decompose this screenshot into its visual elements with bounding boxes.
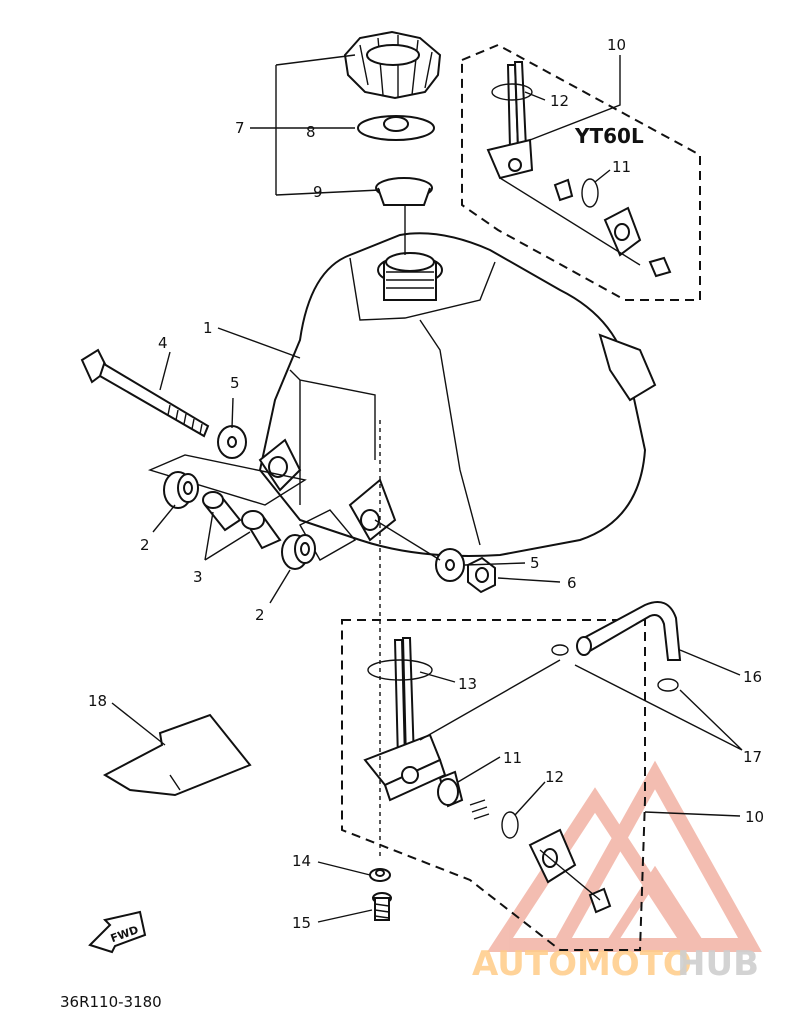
washer-top xyxy=(217,425,247,459)
callout-16: 16 xyxy=(743,668,762,686)
callout-12b: 12 xyxy=(545,768,564,786)
callout-1: 1 xyxy=(203,319,213,337)
callout-2a: 2 xyxy=(140,536,150,554)
callout-2b: 2 xyxy=(255,606,265,624)
fuel-cap xyxy=(343,30,442,100)
callout-4: 4 xyxy=(158,334,168,352)
leader-lines xyxy=(111,54,743,923)
callout-10a: 10 xyxy=(607,36,626,54)
callout-11b: 11 xyxy=(503,749,522,767)
callout-12a: 12 xyxy=(550,92,569,110)
callout-18: 18 xyxy=(88,692,107,710)
callout-17: 17 xyxy=(743,748,762,766)
callout-9: 9 xyxy=(313,183,323,201)
protector-pad xyxy=(102,713,252,797)
washer-small xyxy=(369,868,391,882)
fuel-tank xyxy=(258,232,657,557)
fuel-hose xyxy=(576,601,682,661)
washer-bottom xyxy=(435,548,465,582)
petcock-inset xyxy=(341,619,646,951)
callout-8: 8 xyxy=(306,123,316,141)
variant-label: YT60L xyxy=(574,124,644,148)
nut xyxy=(467,556,496,594)
damper-top xyxy=(147,454,307,509)
callout-14: 14 xyxy=(292,852,311,870)
callout-10b: 10 xyxy=(745,808,764,826)
callout-13: 13 xyxy=(458,675,477,693)
callout-11a: 11 xyxy=(612,158,631,176)
screw xyxy=(372,892,392,921)
damper-bottom xyxy=(281,509,357,570)
inset-yt60l xyxy=(461,43,701,301)
mounting-bolt xyxy=(80,348,210,438)
collars xyxy=(202,491,282,550)
part-code: 36R110-3180 xyxy=(60,993,162,1011)
callout-6: 6 xyxy=(567,574,577,592)
callout-3: 3 xyxy=(193,568,203,586)
fwd-arrow-icon xyxy=(88,910,147,954)
hose-clips xyxy=(551,644,679,692)
callout-5b: 5 xyxy=(530,554,540,572)
callout-15: 15 xyxy=(292,914,311,932)
watermark-brand-part2: HUB xyxy=(677,944,759,984)
cap-gasket xyxy=(357,115,435,141)
callout-5a: 5 xyxy=(230,374,240,392)
callout-7: 7 xyxy=(235,119,245,137)
cap-seal xyxy=(375,177,433,206)
